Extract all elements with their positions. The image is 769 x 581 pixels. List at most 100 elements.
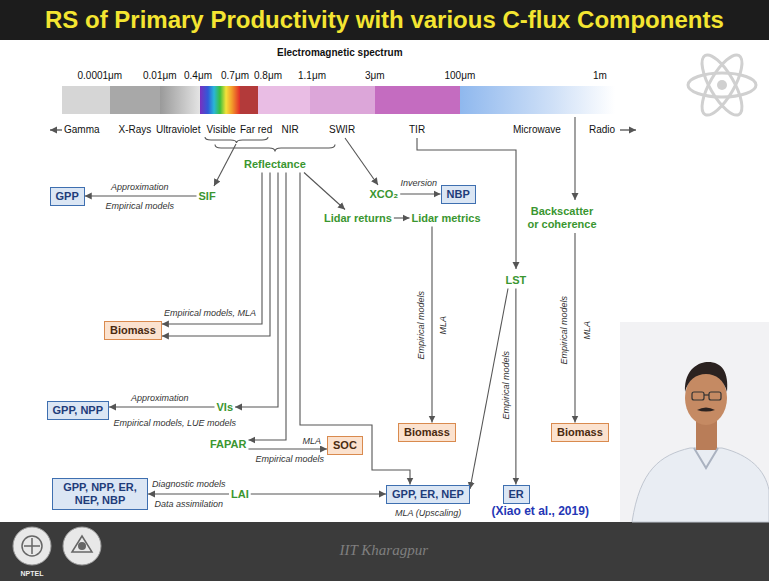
method-label: MLA (Upscaling): [394, 508, 462, 518]
atom-logo: [688, 73, 756, 97]
flow-arrow: [304, 173, 345, 210]
flow-arrow: [431, 227, 432, 423]
atom-logo: [717, 80, 727, 90]
pool-box: Biomass: [551, 423, 609, 442]
institute-logo: [72, 536, 92, 552]
variable-label: XCO₂: [368, 186, 401, 203]
flow-arrow: [251, 493, 386, 494]
node-text: ER: [509, 488, 524, 501]
wavelength-tick: 100μm: [445, 70, 476, 82]
spectrum-bar: [200, 86, 240, 114]
node-text: SIF: [199, 190, 216, 203]
flow-arrow: [109, 406, 214, 407]
spectrum-bar: [460, 86, 615, 114]
institute-logo: [22, 536, 42, 556]
method-label: Empirical models: [105, 201, 176, 211]
variable-label: VIs: [215, 399, 236, 416]
method-label: MLA: [302, 436, 323, 446]
wavelength-tick: 1m: [593, 70, 607, 82]
logo-caption: NPTEL: [21, 570, 44, 578]
variable-label: LST: [504, 272, 529, 289]
flux-box: GPP: [50, 187, 85, 206]
node-text: LAI: [231, 488, 249, 501]
band-name: Gamma: [64, 124, 100, 136]
node-text: Biomass: [404, 426, 450, 439]
node-text: VIs: [217, 401, 234, 414]
variable-label: Backscatter or coherence: [522, 203, 602, 233]
node-text: NBP: [447, 188, 470, 201]
node-text: Biomass: [110, 324, 156, 337]
footer-bar: [0, 522, 769, 581]
wavelength-tick: 0.0001μm: [78, 70, 123, 82]
band-name: Radio: [589, 124, 615, 136]
institute-logo: [13, 527, 51, 565]
spectrum-bar: [375, 86, 460, 114]
flow-arrow: [162, 173, 270, 337]
method-label: Empirical models, MLA: [163, 308, 257, 318]
presenter-video: [694, 448, 718, 468]
band-name: Visible: [207, 124, 236, 136]
node-text: GPP, NPP, ER, NEP, NBP: [58, 481, 142, 507]
method-label: Empirical models, LUE models: [113, 418, 238, 428]
flux-box: GPP, NPP: [47, 401, 110, 420]
band-name: Microwave: [513, 124, 561, 136]
flux-box: ER: [503, 485, 530, 504]
atom-logo: [695, 50, 750, 121]
node-text: FAPAR: [210, 438, 246, 451]
flow-arrow: [515, 289, 516, 485]
flow-arrow: [248, 448, 327, 449]
band-arrow: [574, 117, 575, 200]
method-label: Diagnostic models: [151, 479, 227, 489]
band-name: Far red: [240, 124, 272, 136]
wavelength-tick: 1.1μm: [298, 70, 326, 82]
flow-arrow: [394, 217, 410, 218]
method-label: Empirical models: [501, 350, 511, 421]
node-text: GPP, NPP: [53, 404, 104, 417]
band-arrow: [214, 117, 575, 269]
presenter-video: [632, 448, 769, 522]
band-arrow: [214, 144, 236, 186]
spectrum-arrow: [50, 129, 62, 130]
flux-box: GPP, NPP, ER, NEP, NBP: [52, 478, 148, 510]
presenter-video: [620, 322, 769, 522]
method-label: Empirical models: [416, 290, 426, 361]
wavelength-tick: 0.7μm: [221, 70, 249, 82]
method-label: MLA: [582, 320, 592, 341]
spectrum-bar: [62, 86, 110, 114]
flux-box: NBP: [441, 185, 476, 204]
band-name: NIR: [282, 124, 299, 136]
spectrum-bar: [110, 86, 160, 114]
flow-arrow: [300, 173, 410, 485]
wavelength-tick: 3μm: [365, 70, 385, 82]
atom-logo: [688, 50, 756, 121]
flow-arrow: [574, 233, 575, 423]
variable-label: Lidar metrics: [410, 210, 483, 227]
band-name: SWIR: [329, 124, 355, 136]
band-bracket: [205, 137, 268, 143]
pool-box: Biomass: [398, 423, 456, 442]
band-name: TIR: [409, 124, 425, 136]
institute-logo: [78, 542, 86, 550]
variable-label: LAI: [229, 486, 251, 503]
method-label: Inversion: [400, 178, 439, 188]
spectrum-arrow: [620, 129, 636, 130]
wavelength-tick: 0.8μm: [254, 70, 282, 82]
institute-logo: [63, 527, 101, 565]
variable-label: SIF: [197, 188, 218, 205]
flow-arrow: [162, 173, 262, 325]
flow-arrow: [235, 173, 278, 408]
band-bracket: [205, 137, 335, 152]
spectrum-bar: [240, 86, 258, 114]
flow-arrow: [85, 195, 197, 196]
method-label: Data assimilation: [154, 499, 225, 509]
node-text: Biomass: [557, 426, 603, 439]
reference: (Xiao et al., 2019): [492, 505, 589, 519]
method-label: MLA: [438, 315, 448, 336]
node-text: LST: [506, 274, 527, 287]
node-text: GPP: [56, 190, 79, 203]
presenter-video: [697, 408, 715, 412]
variable-label: Reflectance: [242, 156, 308, 173]
flow-arrow: [248, 173, 286, 441]
flow-arrow: [148, 493, 229, 494]
method-label: Approximation: [130, 393, 190, 403]
